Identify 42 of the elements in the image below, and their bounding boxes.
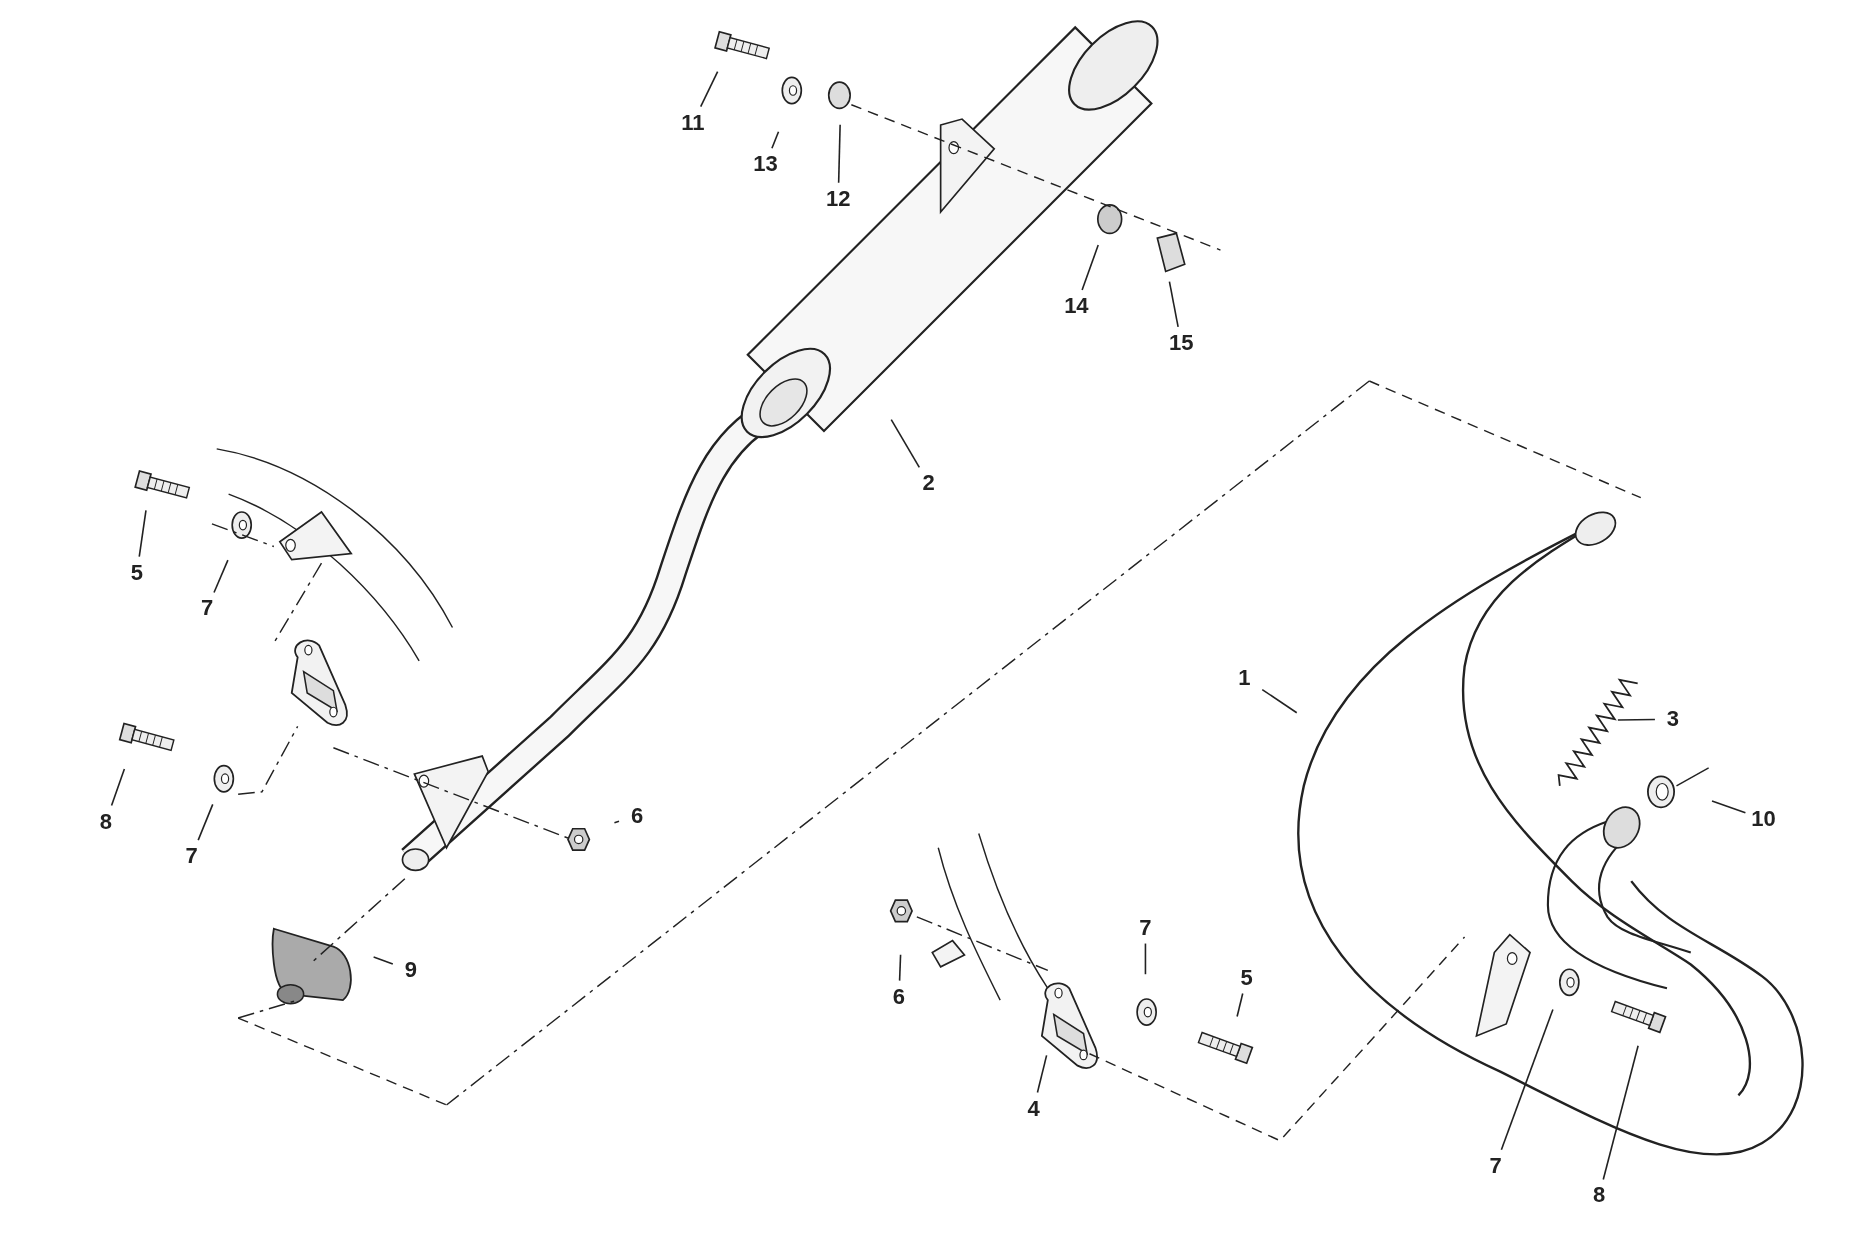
leader-line (372, 956, 394, 965)
callout-number: 7 (1479, 1151, 1512, 1180)
callout-number: 7 (175, 842, 208, 871)
callout-number: 10 (1747, 805, 1780, 834)
leader-line (771, 130, 780, 150)
leader-line (1081, 244, 1099, 291)
leader-line (699, 70, 719, 108)
callout-number: 8 (89, 807, 122, 836)
leader-line (837, 123, 841, 184)
callout-number: 3 (1656, 705, 1689, 734)
leader-line (1036, 1054, 1048, 1094)
leader-line (1261, 688, 1298, 714)
callout-number: 11 (676, 108, 709, 137)
callout-number: 6 (882, 982, 915, 1011)
leader-line (138, 509, 147, 558)
leader-line (197, 803, 214, 841)
callout-number: 15 (1165, 328, 1198, 357)
callout-number: 14 (1060, 292, 1093, 320)
callout-number: 5 (120, 558, 153, 587)
callout-number: 5 (1230, 963, 1263, 992)
leader-line (1500, 1008, 1554, 1151)
callout-number: 1 (1228, 663, 1261, 692)
callout-number: 8 (1583, 1181, 1616, 1210)
leader-line (1617, 718, 1656, 721)
leader-line (110, 768, 126, 807)
leader-line (213, 559, 229, 594)
callout-number: 7 (191, 594, 224, 623)
leader-line (890, 418, 921, 469)
callout-number: 7 (1129, 913, 1162, 942)
leader-line (1236, 992, 1244, 1018)
leader-line (1711, 800, 1747, 814)
leader-line (898, 953, 902, 982)
callout-number: 6 (621, 801, 653, 830)
callout-number: 4 (1017, 1094, 1050, 1123)
leader-line (613, 820, 620, 824)
callout-number: 13 (749, 150, 782, 179)
callout-number: 2 (912, 469, 945, 498)
leader-line (1144, 942, 1147, 976)
callout-number: 12 (822, 184, 855, 213)
leader-line (1602, 1044, 1639, 1181)
callout-number: 9 (394, 956, 427, 985)
leader-line (1168, 280, 1179, 328)
